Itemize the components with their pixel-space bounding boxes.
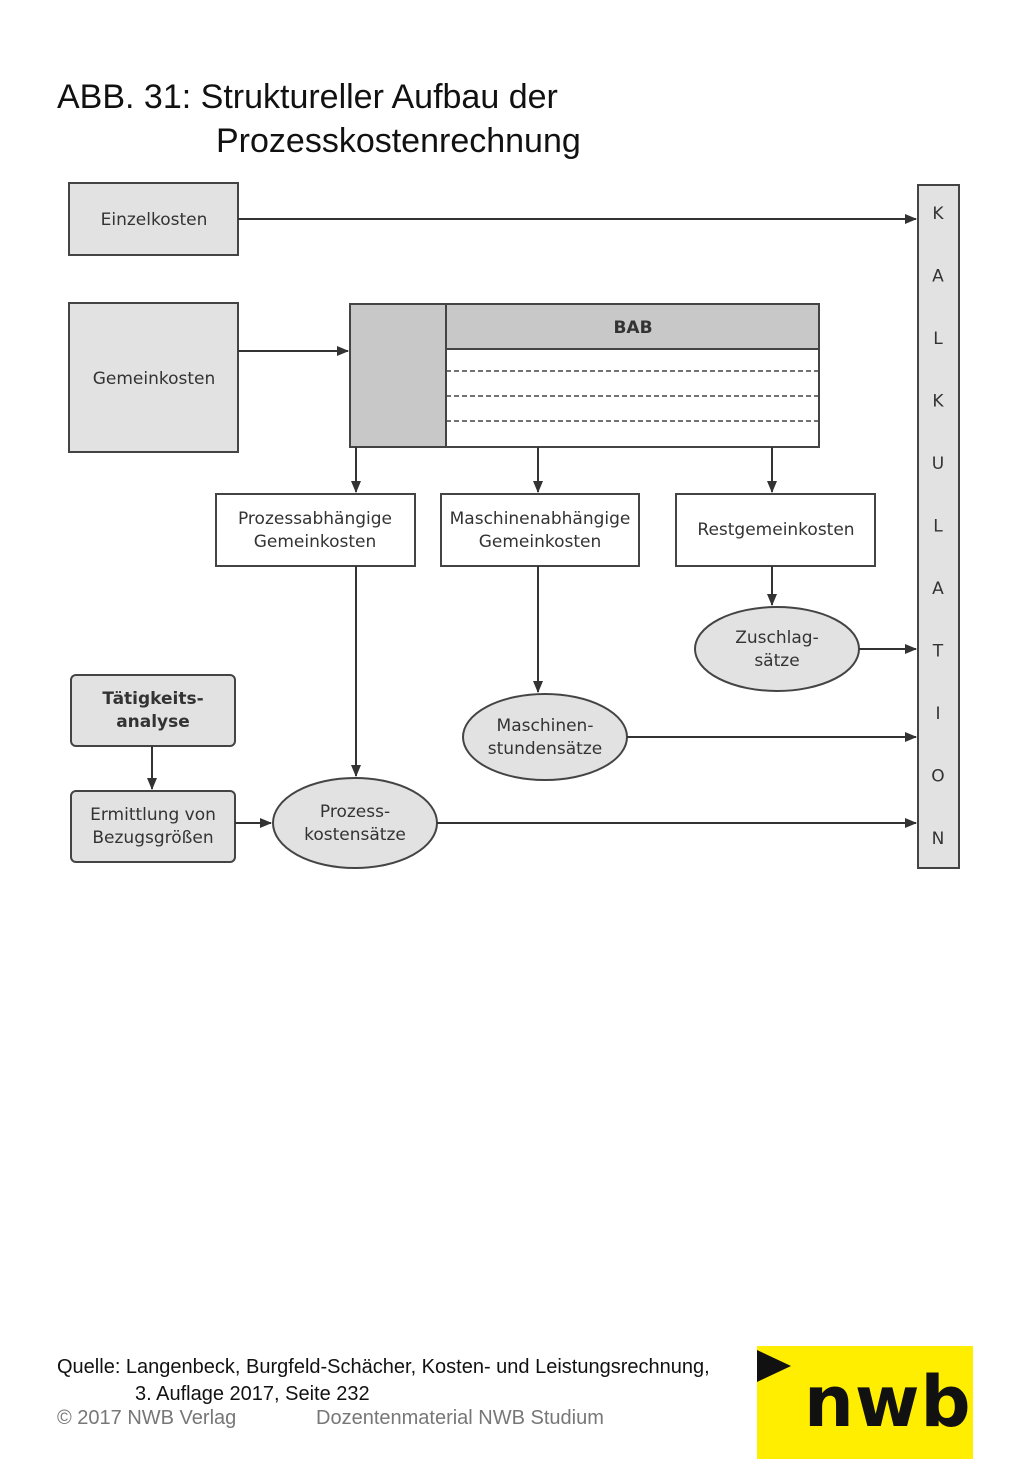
ermittlung-line2: Bezugsgrößen — [92, 828, 213, 848]
maschinenabhaengige-line2: Gemeinkosten — [479, 532, 602, 552]
figure-title-line1: ABB. 31: Struktureller Aufbau der — [57, 78, 558, 116]
kalkulation-letter: I — [935, 704, 940, 724]
maschinenabhaengige-box: Maschinenabhängige Gemeinkosten — [440, 493, 640, 567]
bab-header — [445, 303, 820, 350]
restgemeinkosten-label: Restgemeinkosten — [697, 520, 854, 540]
taetigkeitsanalyse-line1: Tätigkeits- — [102, 689, 203, 709]
maschinenstundensaetze-ellipse: Maschinen- stundensätze — [462, 693, 628, 781]
source-line2: 3. Auflage 2017, Seite 232 — [135, 1383, 370, 1405]
bab-body — [445, 348, 820, 448]
maschinenabhaengige-line1: Maschinenabhängige — [450, 509, 631, 529]
prozessabhaengige-box: Prozessabhängige Gemeinkosten — [215, 493, 416, 567]
nwb-logo: nwb — [757, 1346, 973, 1459]
kalkulation-letter: K — [932, 392, 944, 412]
logo-text: nwb — [804, 1361, 972, 1443]
gemeinkosten-box: Gemeinkosten — [68, 302, 239, 453]
prozesskostensaetze-ellipse: Prozess- kostensätze — [272, 777, 438, 869]
kalkulation-letter: L — [933, 517, 943, 537]
zuschlagsaetze-ellipse: Zuschlag- sätze — [694, 606, 860, 692]
zuschlagsaetze-line2: sätze — [754, 651, 799, 671]
prozesskostensaetze-line2: kostensätze — [304, 825, 406, 845]
kalkulation-letter: T — [932, 642, 944, 662]
taetigkeitsanalyse-box: Tätigkeits- analyse — [70, 674, 236, 747]
ermittlung-box: Ermittlung von Bezugsgrößen — [70, 790, 236, 863]
copyright-text: © 2017 NWB Verlag — [57, 1407, 237, 1429]
figure-title-line2: Prozesskostenrechnung — [216, 122, 581, 160]
kalkulation-letter: N — [932, 829, 945, 849]
maschinenstundensaetze-line2: stundensätze — [488, 739, 602, 759]
kalkulation-letter: O — [931, 767, 944, 787]
restgemeinkosten-box: Restgemeinkosten — [675, 493, 876, 567]
bab-label: BAB — [613, 318, 652, 338]
prozessabhaengige-line1: Prozessabhängige — [238, 509, 392, 529]
einzelkosten-label: Einzelkosten — [101, 210, 208, 230]
play-arrow-icon — [757, 1350, 791, 1382]
einzelkosten-box: Einzelkosten — [68, 182, 239, 256]
source-line1: Quelle: Langenbeck, Burgfeld-Schächer, K… — [57, 1356, 710, 1378]
taetigkeitsanalyse-line2: analyse — [116, 712, 190, 732]
kalkulation-letter: K — [932, 204, 944, 224]
ermittlung-line1: Ermittlung von — [90, 805, 216, 825]
material-text: Dozentenmaterial NWB Studium — [316, 1407, 604, 1429]
prozessabhaengige-line2: Gemeinkosten — [254, 532, 377, 552]
zuschlagsaetze-line1: Zuschlag- — [735, 628, 818, 648]
bab-table: BAB — [349, 303, 820, 448]
bab-left-column — [349, 303, 447, 448]
kalkulation-letter: A — [932, 267, 944, 287]
gemeinkosten-label: Gemeinkosten — [93, 369, 216, 389]
kalkulation-letter: U — [932, 454, 944, 474]
kalkulation-letter: A — [932, 579, 944, 599]
connector-arrows — [147, 214, 917, 828]
prozesskostensaetze-line1: Prozess- — [320, 802, 390, 822]
kalkulation-letter: L — [933, 329, 943, 349]
maschinenstundensaetze-line1: Maschinen- — [497, 716, 594, 736]
kalkulation-column: K A L K U L A T I O N — [917, 184, 960, 869]
process-cost-diagram: Einzelkosten Gemeinkosten BAB Prozessabh… — [68, 182, 960, 869]
